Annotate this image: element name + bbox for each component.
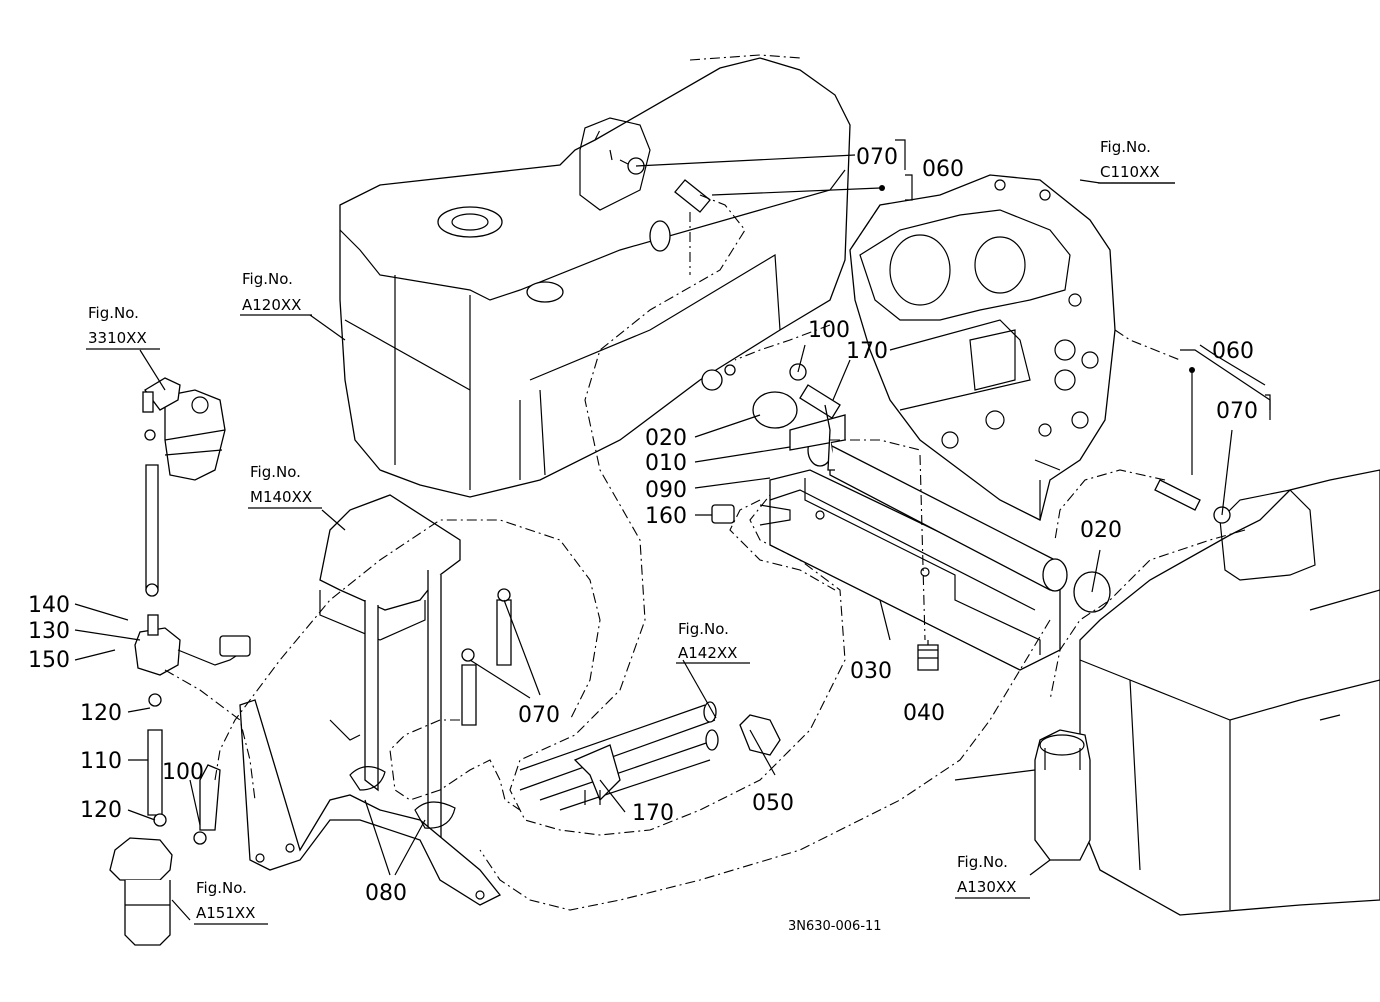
part-callouts: 070 060 100 170 020 010 090 160 060 070 … bbox=[28, 145, 1258, 906]
figure-ref-code: A130XX bbox=[957, 878, 1016, 896]
figure-ref-label: Fig.No. bbox=[1100, 138, 1151, 156]
figure-reference-c110: Fig.No. C110XX bbox=[1098, 138, 1175, 184]
callout-160: 160 bbox=[645, 504, 687, 529]
callout-040: 040 bbox=[903, 701, 945, 726]
callout-170-mid: 170 bbox=[846, 339, 888, 364]
transmission-case bbox=[849, 174, 1116, 521]
figure-ref-label: Fig.No. bbox=[957, 853, 1008, 871]
callout-080: 080 bbox=[365, 881, 407, 906]
fuel-hoses-left bbox=[145, 179, 1201, 831]
callout-060-right: 060 bbox=[1212, 339, 1254, 364]
figure-reference-3310: Fig.No. 3310XX bbox=[86, 304, 160, 350]
support-frame bbox=[239, 494, 502, 906]
right-fuel-tank bbox=[1034, 469, 1380, 916]
callout-100-mid: 100 bbox=[808, 318, 850, 343]
callout-030: 030 bbox=[850, 659, 892, 684]
callout-150: 150 bbox=[28, 648, 70, 673]
figure-ref-label: Fig.No. bbox=[88, 304, 139, 322]
figure-reference-a130: Fig.No. A130XX bbox=[955, 853, 1030, 899]
callout-010: 010 bbox=[645, 451, 687, 476]
callout-060-top: 060 bbox=[922, 157, 964, 182]
callout-070-right: 070 bbox=[1216, 399, 1258, 424]
figure-ref-code: A142XX bbox=[678, 644, 737, 662]
figure-ref-label: Fig.No. bbox=[242, 270, 293, 288]
bracket-050-and-pipes-170 bbox=[519, 701, 781, 811]
leader-lines bbox=[74, 139, 1271, 921]
callout-020-right: 020 bbox=[1080, 518, 1122, 543]
callout-020-left: 020 bbox=[645, 426, 687, 451]
callout-120-top: 120 bbox=[80, 701, 122, 726]
figure-reference-a142: Fig.No. A142XX bbox=[676, 620, 750, 664]
left-fuel-tank bbox=[339, 57, 851, 498]
callout-110: 110 bbox=[80, 749, 122, 774]
fuel-filter-top bbox=[142, 377, 226, 481]
hose-clamps bbox=[144, 157, 1231, 845]
callout-070-center: 070 bbox=[518, 703, 560, 728]
figure-ref-code: C110XX bbox=[1100, 163, 1160, 181]
figure-ref-label: Fig.No. bbox=[678, 620, 729, 638]
callout-090: 090 bbox=[645, 478, 687, 503]
figure-ref-label: Fig.No. bbox=[196, 879, 247, 897]
callout-050: 050 bbox=[752, 791, 794, 816]
callout-070-top: 070 bbox=[856, 145, 898, 170]
fuel-pump bbox=[134, 614, 251, 676]
figure-ref-code: M140XX bbox=[250, 488, 312, 506]
callout-130: 130 bbox=[28, 619, 70, 644]
figure-reference-m140: Fig.No. M140XX bbox=[248, 463, 322, 509]
figure-ref-code: A151XX bbox=[196, 904, 255, 922]
figure-ref-code: A120XX bbox=[242, 296, 301, 314]
fuel-filter-bottom bbox=[109, 837, 173, 946]
callout-170-bottom: 170 bbox=[632, 801, 674, 826]
drawing-code: 3N630-006-11 bbox=[788, 919, 882, 934]
figure-reference-a120: Fig.No. A120XX bbox=[240, 270, 312, 316]
callout-140: 140 bbox=[28, 593, 70, 618]
figure-ref-label: Fig.No. bbox=[250, 463, 301, 481]
figure-ref-code: 3310XX bbox=[88, 329, 147, 347]
fuel-line-routes bbox=[164, 54, 1246, 911]
callout-120-bottom: 120 bbox=[80, 798, 122, 823]
callout-100-left: 100 bbox=[162, 760, 204, 785]
figure-reference-a151: Fig.No. A151XX bbox=[194, 879, 268, 925]
